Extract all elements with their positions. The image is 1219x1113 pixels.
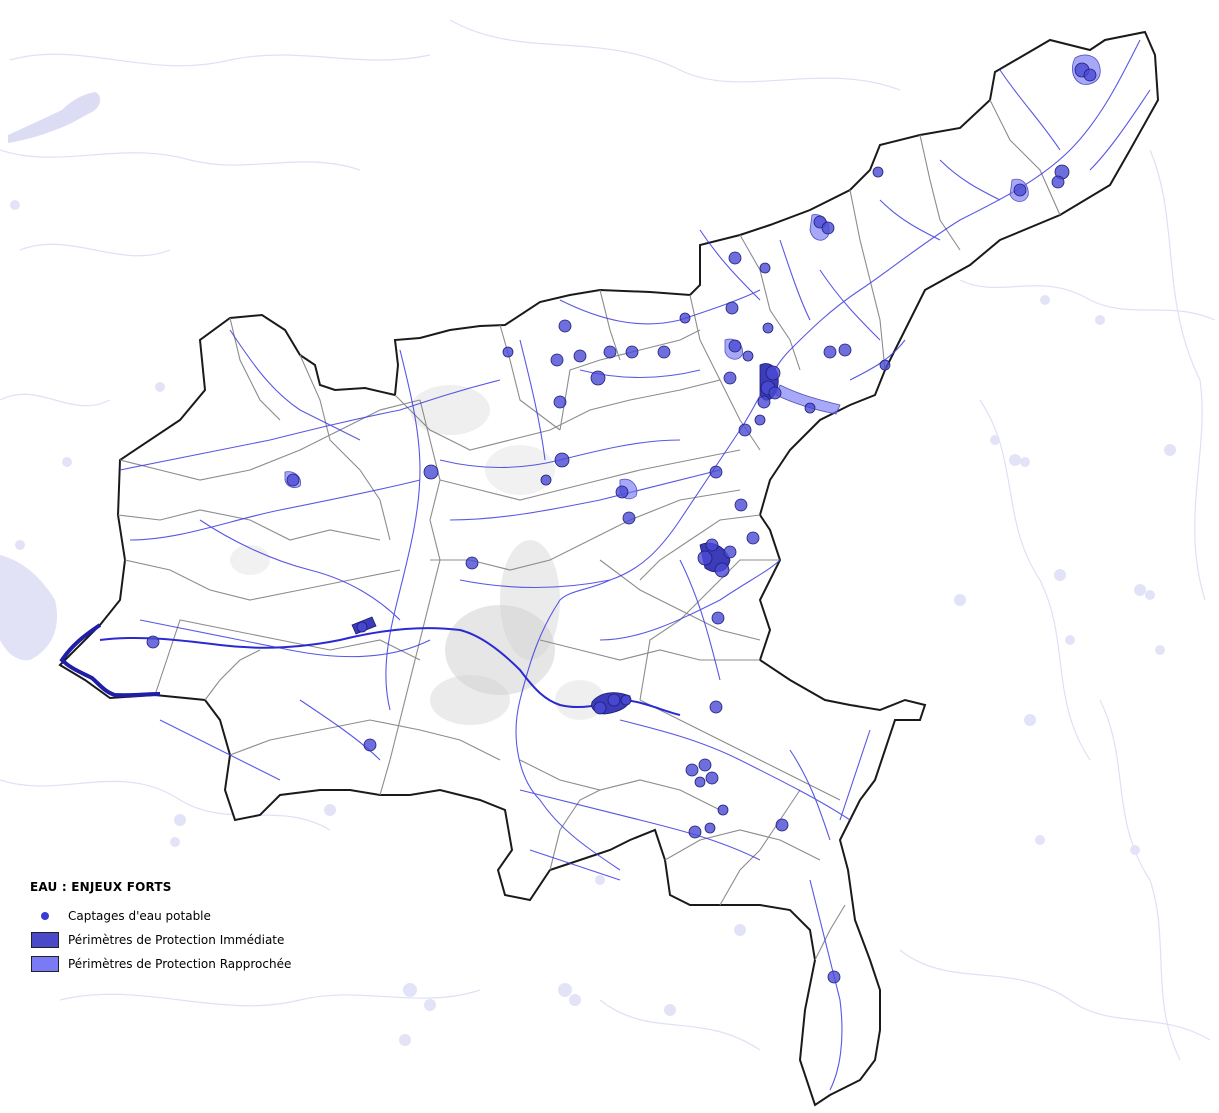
map-legend: EAU : ENJEUX FORTS Captages d'eau potabl…: [30, 880, 350, 976]
legend-item-label: Périmètres de Protection Rapprochée: [68, 957, 292, 971]
legend-item-ppr: Périmètres de Protection Rapprochée: [30, 952, 350, 976]
outside-large-river: [8, 92, 101, 143]
ppi-swatch-icon: [30, 932, 60, 948]
outside-rivers: [0, 19, 1216, 1061]
district-area: [58, 30, 1160, 1107]
captage-dot-icon: [30, 912, 60, 920]
rivers: [119, 39, 1151, 1091]
legend-item-label: Périmètres de Protection Immédiate: [68, 933, 285, 947]
outside-estuary: [0, 555, 58, 661]
legend-item-label: Captages d'eau potable: [68, 909, 211, 923]
legend-title: EAU : ENJEUX FORTS: [30, 880, 172, 894]
commune-boundaries: [117, 99, 1061, 961]
captages: [146, 62, 1097, 984]
legend-item-captages: Captages d'eau potable: [30, 904, 350, 928]
estuary-shore: [59, 623, 161, 698]
ppr-swatch-icon: [30, 956, 60, 972]
legend-item-ppi: Périmètres de Protection Immédiate: [30, 928, 350, 952]
